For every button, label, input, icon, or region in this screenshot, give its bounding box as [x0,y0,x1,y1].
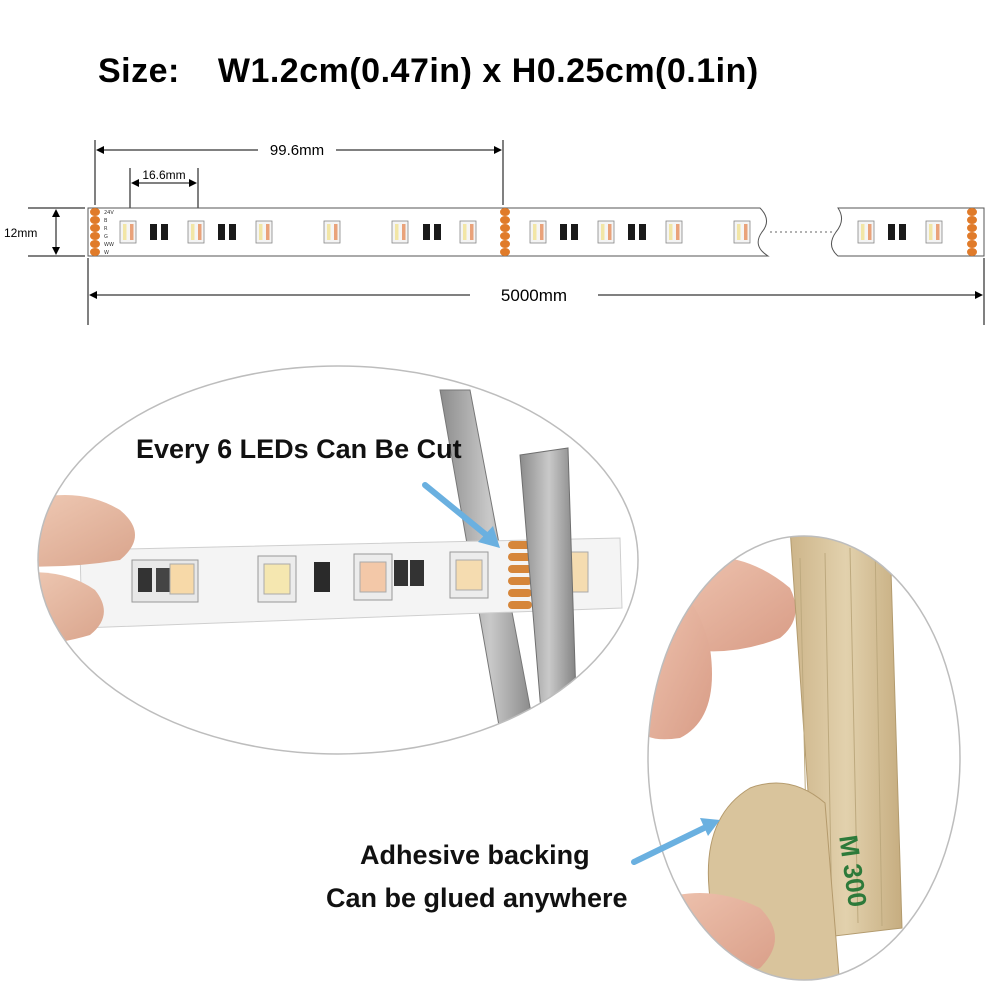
pad-labels: 24V B R G WW W [104,210,114,256]
pad-label: 24V [104,210,114,216]
width-dimension: 12mm [4,207,85,257]
pad-label: B [104,218,108,224]
segment-dimension-label: 99.6mm [270,142,324,159]
segment-dimension: 99.6mm [94,140,504,205]
size-heading: Size: W1.2cm(0.47in) x H0.25cm(0.1in) [98,52,759,91]
size-value: W1.2cm(0.47in) x H0.25cm(0.1in) [217,52,759,90]
adhesive-callout-line2: Can be glued anywhere [326,883,628,913]
adhesive-callout-line1: Adhesive backing [360,840,590,870]
width-label: 12mm [4,226,37,240]
pad-label: R [104,226,108,232]
pad-label: G [104,234,108,240]
strip-dimension-diagram: 99.6mm 16.6mm 12mm 24V B R G WW W [4,140,985,325]
size-label: Size: [98,52,180,90]
led-strip-drawing: 24V B R G WW W [87,207,985,257]
adhesive-photo: M 300 [647,535,961,981]
pad-label: WW [104,242,114,248]
cut-arrow [422,482,493,541]
total-length-dimension: 5000mm [87,258,985,325]
pad-label: W [104,250,109,256]
cutting-photo [37,365,639,755]
adhesive-arrow [631,818,720,865]
total-length-label: 5000mm [501,286,567,305]
cut-callout: Every 6 LEDs Can Be Cut [136,434,462,464]
led-pitch-label: 16.6mm [142,168,185,182]
